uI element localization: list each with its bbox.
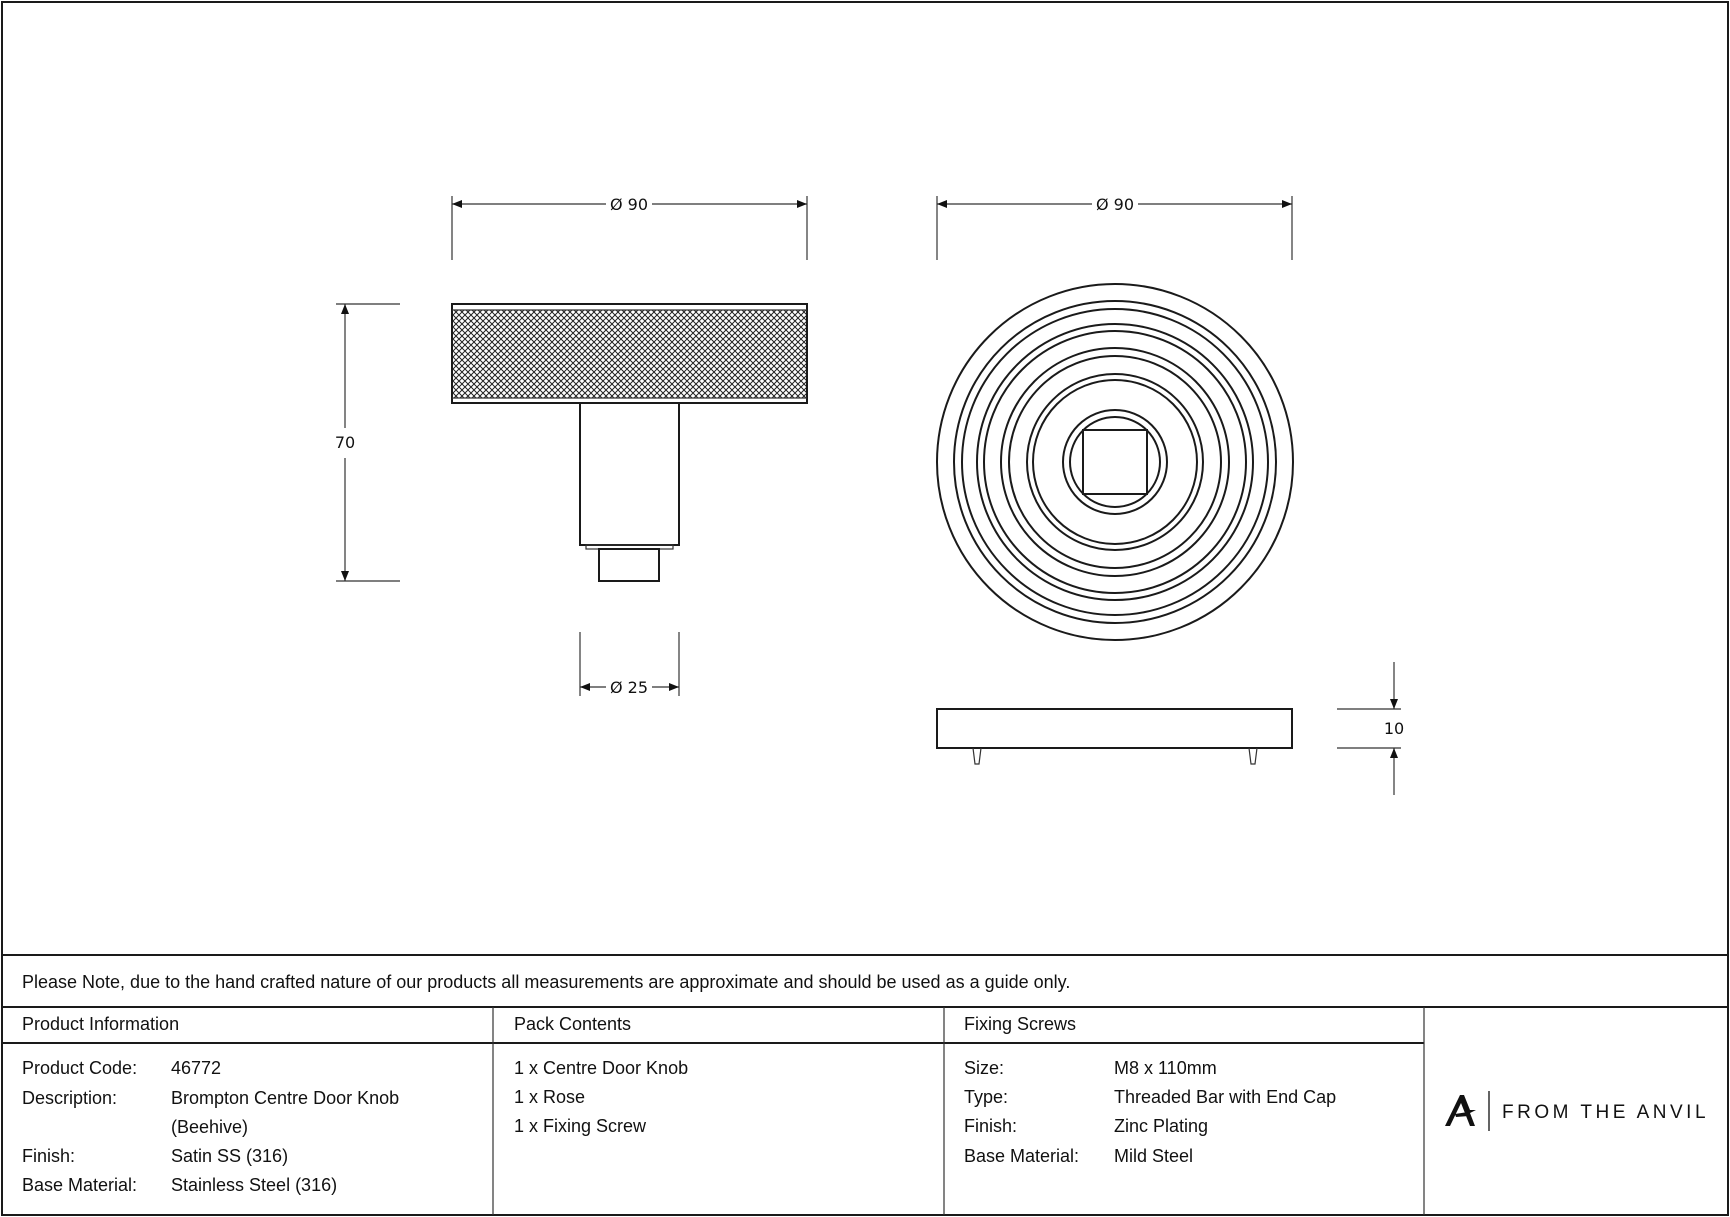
dimension-label: 10 [1384,719,1404,738]
description-label: Description: [22,1088,117,1108]
product-info-heading: Product Information [22,1014,179,1034]
brand-logo: FROM THE ANVIL [1445,1091,1709,1131]
pack-contents-list: 1 x Centre Door Knob 1 x Rose 1 x Fixing… [514,1058,688,1136]
list-item: 1 x Fixing Screw [514,1116,647,1136]
rose-pin [1248,747,1258,765]
dimension-rose-thickness: 10 [1337,662,1404,795]
dimension-label: Ø 90 [1096,195,1134,214]
product-code-value: 46772 [171,1058,221,1078]
dimension-label: Ø 90 [610,195,648,214]
rose-pin [972,747,982,765]
description-value-line2: (Beehive) [171,1117,248,1137]
type-label: Type: [964,1087,1008,1107]
description-value: Brompton Centre Door Knob [171,1088,399,1108]
rose-side-view [936,708,1293,765]
dimension-knob-height: 70 [335,303,400,582]
brand-name: FROM THE ANVIL [1502,1102,1709,1123]
list-item: 1 x Rose [514,1087,585,1107]
fixing-screws-rows: Size: M8 x 110mm Type: Threaded Bar with… [964,1058,1336,1166]
dimension-label: 70 [335,433,355,452]
base-material-value: Mild Steel [1114,1146,1193,1166]
pack-contents-heading: Pack Contents [514,1014,631,1034]
base-material-label: Base Material: [22,1175,137,1195]
dimension-stem-diameter: Ø 25 [579,632,680,697]
knurled-grip [453,310,806,398]
finish-label: Finish: [964,1116,1017,1136]
dimension-knob-diameter: Ø 90 [451,195,808,260]
finish-value: Zinc Plating [1114,1116,1208,1136]
fixing-screws-heading: Fixing Screws [964,1014,1076,1034]
dimension-label: Ø 25 [610,678,648,697]
product-info-rows: Product Code: 46772 Description: Brompto… [22,1058,399,1195]
knob-stem [579,402,680,546]
base-material-label: Base Material: [964,1146,1079,1166]
measurement-note: Please Note, due to the hand crafted nat… [22,972,1070,992]
knob-side-view [451,303,808,582]
finish-value: Satin SS (316) [171,1146,288,1166]
product-code-label: Product Code: [22,1058,137,1078]
list-item: 1 x Centre Door Knob [514,1058,688,1078]
rose-front-view [936,283,1294,641]
dimension-rose-diameter: Ø 90 [936,195,1293,260]
info-table: Please Note, due to the hand crafted nat… [2,954,1728,1215]
square-spindle-hole [1082,429,1148,495]
type-value: Threaded Bar with End Cap [1114,1087,1336,1107]
knob-spindle [598,548,660,582]
finish-label: Finish: [22,1146,75,1166]
base-material-value: Stainless Steel (316) [171,1175,337,1195]
size-value: M8 x 110mm [1114,1058,1217,1078]
anvil-a-logo-icon [1445,1095,1476,1126]
size-label: Size: [964,1058,1004,1078]
